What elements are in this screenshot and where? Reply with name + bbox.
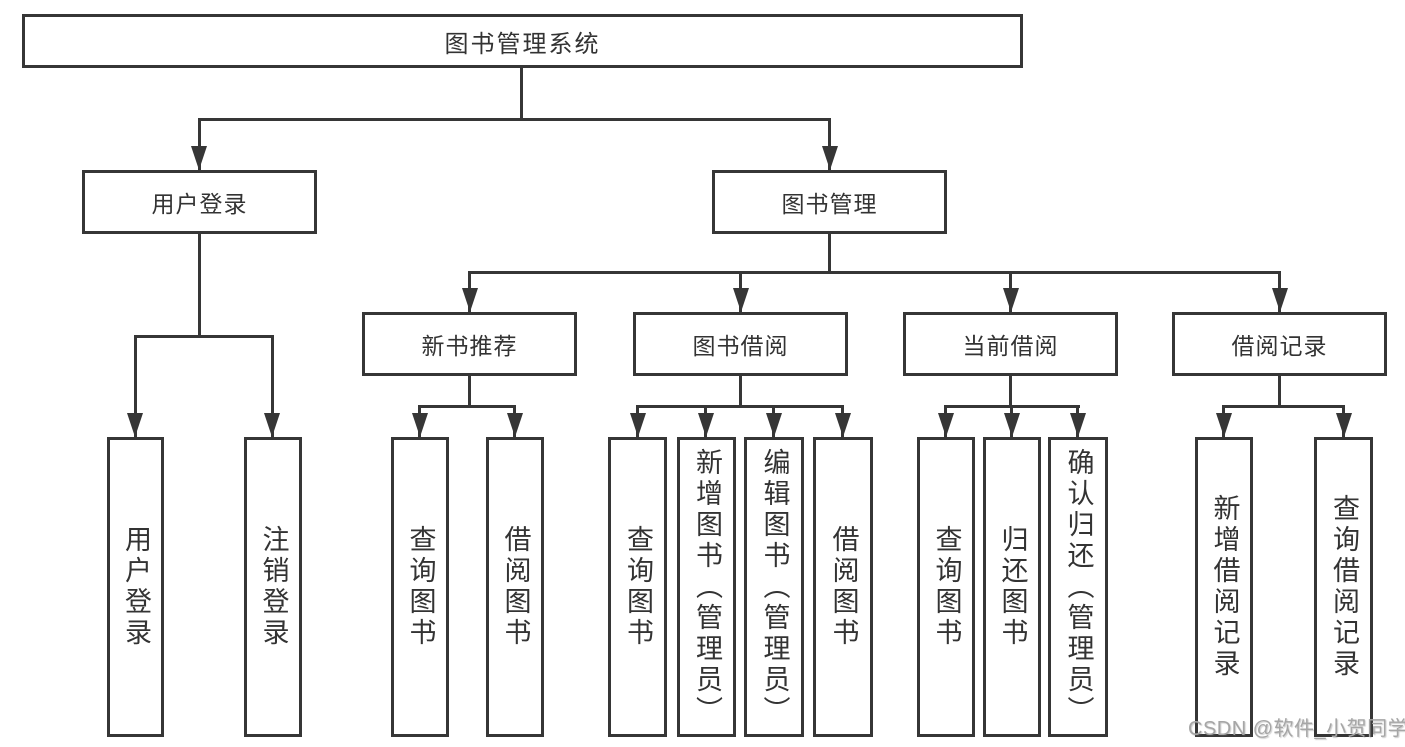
leaf-user-login: 用户登录 [107, 437, 164, 737]
arrow-down-icon [733, 288, 749, 312]
connector-line [1009, 376, 1012, 405]
arrow-down-icon [1272, 288, 1288, 312]
leaf-add-book-admin-label: 新增图书（管理员） [692, 447, 722, 727]
arrow-down-icon [1004, 413, 1020, 437]
arrow-down-icon [698, 413, 714, 437]
node-borrow-records: 借阅记录 [1172, 312, 1387, 376]
connector-line [418, 405, 516, 408]
arrow-down-icon [412, 413, 428, 437]
connector-line [271, 335, 274, 437]
connector-line [520, 68, 523, 118]
connector-line [198, 234, 201, 335]
leaf-edit-book-admin: 编辑图书（管理员） [744, 437, 804, 737]
connector-line [198, 118, 201, 170]
arrow-down-icon [766, 413, 782, 437]
leaf-user-login-label: 用户登录 [121, 525, 151, 649]
arrow-down-icon [507, 413, 523, 437]
leaf-return-book-label: 归还图书 [997, 525, 1028, 649]
arrow-down-icon [127, 413, 143, 437]
connector-line [198, 118, 831, 121]
connector-line [1278, 376, 1281, 405]
node-book-mgmt: 图书管理 [712, 170, 947, 234]
arrow-down-icon [462, 288, 478, 312]
leaf-add-borrow-record-label: 新增借阅记录 [1209, 494, 1240, 680]
node-root-label: 图书管理系统 [444, 30, 601, 58]
arrow-down-icon [191, 146, 207, 170]
node-book-mgmt-label: 图书管理 [781, 191, 878, 217]
arrow-down-icon [264, 413, 280, 437]
node-current-borrow: 当前借阅 [903, 312, 1118, 376]
connector-line [468, 271, 1281, 274]
node-book-borrow-label: 图书借阅 [692, 333, 789, 359]
leaf-confirm-return-admin: 确认归还（管理员） [1048, 437, 1108, 737]
leaf-add-book-admin: 新增图书（管理员） [677, 437, 736, 737]
arrow-down-icon [835, 413, 851, 437]
leaf-borrow-books: 借阅图书 [813, 437, 873, 737]
node-new-book-rec-label: 新书推荐 [421, 333, 518, 359]
connector-line [1222, 405, 1345, 408]
arrow-down-icon [1070, 413, 1086, 437]
connector-line [828, 234, 831, 271]
connector-line [739, 376, 742, 405]
leaf-logout: 注销登录 [244, 437, 302, 737]
leaf-confirm-return-admin-label: 确认归还（管理员） [1063, 447, 1094, 727]
leaf-logout-label: 注销登录 [258, 525, 289, 649]
node-borrow-records-label: 借阅记录 [1231, 333, 1328, 359]
leaf-borrow-books-recommend-label: 借阅图书 [500, 525, 531, 649]
leaf-query-books-recommend-label: 查询图书 [405, 525, 436, 649]
leaf-query-books-current: 查询图书 [917, 437, 975, 737]
connector-line [828, 118, 831, 170]
leaf-query-borrow-record: 查询借阅记录 [1314, 437, 1373, 737]
arrow-down-icon [1336, 413, 1352, 437]
connector-line [636, 405, 844, 408]
leaf-query-books-borrow: 查询图书 [608, 437, 667, 737]
node-current-borrow-label: 当前借阅 [962, 333, 1059, 359]
arrow-down-icon [1003, 288, 1019, 312]
arrow-down-icon [822, 146, 838, 170]
arrow-down-icon [630, 413, 646, 437]
leaf-query-books-borrow-label: 查询图书 [623, 525, 653, 649]
leaf-query-books-recommend: 查询图书 [391, 437, 449, 737]
node-root: 图书管理系统 [22, 14, 1023, 68]
node-user-login: 用户登录 [82, 170, 317, 234]
node-user-login-label: 用户登录 [151, 191, 248, 217]
node-book-borrow: 图书借阅 [633, 312, 848, 376]
leaf-query-borrow-record-label: 查询借阅记录 [1329, 494, 1359, 680]
connector-line [468, 376, 471, 405]
arrow-down-icon [1216, 413, 1232, 437]
leaf-borrow-books-label: 借阅图书 [828, 525, 859, 649]
leaf-return-book: 归还图书 [983, 437, 1041, 737]
arrow-down-icon [938, 413, 954, 437]
csdn-watermark: CSDN @软件_小贺同学 [1188, 718, 1405, 740]
connector-line [134, 335, 274, 338]
leaf-borrow-books-recommend: 借阅图书 [486, 437, 544, 737]
connector-line [134, 335, 137, 437]
node-new-book-rec: 新书推荐 [362, 312, 577, 376]
leaf-query-books-current-label: 查询图书 [931, 525, 962, 649]
leaf-edit-book-admin-label: 编辑图书（管理员） [759, 447, 790, 727]
leaf-add-borrow-record: 新增借阅记录 [1195, 437, 1253, 737]
